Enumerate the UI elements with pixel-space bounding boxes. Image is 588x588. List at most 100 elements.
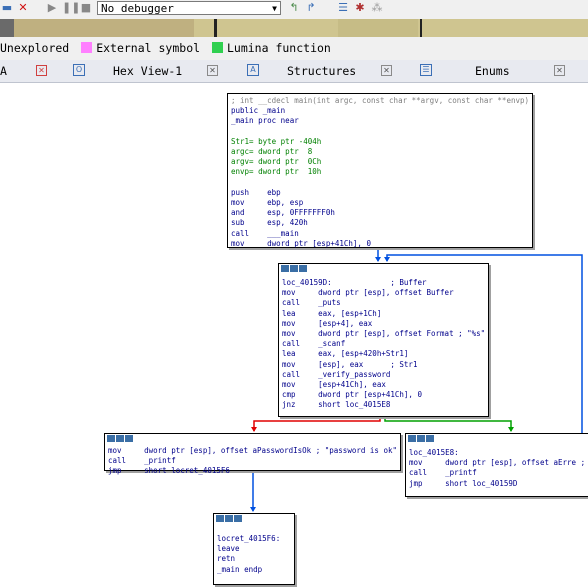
node-header [105,434,400,446]
debugger-select-value: No debugger [101,2,174,15]
arrow-head [251,427,257,432]
graph-view[interactable]: ; int __cdecl main(int argc, const char … [0,83,588,588]
node-loop-code: loc_40159D: ; Buffer mov dword ptr [esp]… [279,276,488,413]
code-line: jmp short loc_40159D [409,478,518,488]
nav-marker [420,19,422,37]
close-tab-icon[interactable]: ✕ [554,65,565,76]
code-line: retn [217,554,236,564]
nav-code-region [0,19,14,37]
code-line: call _verify_password [282,369,391,379]
edge-loop-to-err [384,416,512,431]
graph-node-icon [408,435,416,442]
code-line: envp= dword ptr 10h [231,167,322,177]
node-header [214,514,294,526]
segment-legend: Unexplored External symbol Lumina functi… [0,38,588,58]
stop-icon[interactable]: ■ [80,1,92,14]
close-icon[interactable]: ✕ [18,1,28,14]
code-line: loc_40159D: ; Buffer [282,278,427,287]
code-line: argc= dword ptr 8 [231,147,313,157]
code-line: jmp short locret_4015F6 [108,466,230,476]
graph-node-icon [107,435,115,442]
tab-label: Structures [287,64,357,78]
nav-data-region [14,19,194,37]
code-line: locret_4015F6: [217,534,281,543]
navigation-band[interactable] [0,19,588,37]
graph-node-icon [116,435,124,442]
code-line: call _puts [282,298,341,308]
code-line: loc_4015E8: [409,448,459,457]
code-line: public _main [231,106,286,116]
enums-icon: ☰ [420,64,432,76]
step-over-icon[interactable]: ↱ [306,1,316,14]
trace-options-icon[interactable]: ⁂ [371,1,383,14]
open-folder-icon[interactable]: ▬ [1,1,13,14]
tab-bar: A ✕ O Hex View-1 ✕ A Structures ✕ ☰ Enum… [0,60,588,83]
structures-icon: A [247,64,259,76]
code-line: mov dword ptr [esp], offset Buffer [282,288,454,298]
code-line: argv= dword ptr 0Ch [231,157,322,167]
code-line: mov dword ptr [esp], offset Format ; "%s… [282,329,486,339]
node-ok-code: mov dword ptr [esp], offset aPasswordIsO… [105,446,400,479]
tab-structures[interactable]: A Structures ✕ [245,60,405,82]
tab-ida-view[interactable]: A ✕ [0,60,58,82]
node-loc-4015e8[interactable]: loc_4015E8: mov dword ptr [esp], offset … [405,433,588,497]
close-tab-icon[interactable]: ✕ [207,65,218,76]
code-line: _main proc near [231,116,299,126]
tab-hex-view[interactable]: O Hex View-1 ✕ [70,60,230,82]
graph-node-icon [234,515,242,522]
graph-node-icon [225,515,233,522]
graph-node-icon [216,515,224,522]
node-main-entry[interactable]: ; int __cdecl main(int argc, const char … [227,93,533,248]
play-icon[interactable]: ▶ [47,1,57,14]
code-line: mov ebp, esp [231,198,304,208]
code-line: call _printf [409,468,477,478]
node-header [279,264,488,276]
arrow-head [375,257,381,262]
code-line: mov [esp+41Ch], eax [282,380,386,390]
graph-node-icon [299,265,307,272]
close-tab-icon[interactable]: ✕ [381,65,392,76]
code-line: ; int __cdecl main(int argc, const char … [231,96,530,105]
legend-external-symbol: External symbol [96,41,201,55]
breakpoint-list-icon[interactable]: ☰ [338,1,348,14]
code-line: call ___main [231,228,299,238]
debugger-select[interactable]: No debugger ▼ [97,1,281,15]
external-symbol-swatch [81,42,93,53]
node-locret-4015f6[interactable]: locret_4015F6: leave retn _main endp [213,513,295,585]
node-loc-40159d[interactable]: loc_40159D: ; Buffer mov dword ptr [esp]… [278,263,489,417]
node-ret-code: locret_4015F6: leave retn _main endp [214,526,294,577]
code-line: leave [217,544,240,554]
tab-enums[interactable]: ☰ Enums ✕ [417,60,588,82]
debugger-toolbar: ▬ ✕ ▶ ❚❚ ■ No debugger ▼ ↰ ↱ ☰ ✱ ⁂ [0,0,588,17]
edge-loop-to-ok [253,416,381,431]
close-tab-icon[interactable]: ✕ [36,65,47,76]
step-icon[interactable]: ↰ [289,1,299,14]
node-header [406,434,588,446]
nav-data-region [338,19,418,37]
tab-label: Enums [475,64,510,78]
tab-label: Hex View-1 [113,64,183,78]
graph-node-icon [281,265,289,272]
arrow-head [508,427,514,432]
code-line: call _printf [108,456,176,466]
graph-node-icon [290,265,298,272]
tracing-icon[interactable]: ✱ [355,1,365,14]
tab-label: A [0,64,7,78]
arrow-head [250,507,256,512]
node-main-code: ; int __cdecl main(int argc, const char … [228,94,532,251]
code-line: mov dword ptr [esp], offset aPasswordIsO… [108,446,397,455]
node-password-ok[interactable]: mov dword ptr [esp], offset aPasswordIsO… [104,433,401,475]
arrow-head [384,257,390,262]
pause-icon[interactable]: ❚❚ [62,1,81,14]
hex-view-icon: O [73,64,85,76]
legend-unexplored: Unexplored [0,41,70,55]
node-err-code: loc_4015E8: mov dword ptr [esp], offset … [406,446,588,491]
code-line: cmp dword ptr [esp+41Ch], 0 [282,390,422,400]
code-line: sub esp, 420h [231,218,308,228]
code-line: mov dword ptr [esp+41Ch], 0 [231,238,371,248]
code-line: lea eax, [esp+1Ch] [282,308,382,318]
lumina-function-swatch [211,42,223,53]
code-line: mov [esp], eax ; Str1 [282,359,418,369]
legend-lumina-function: Lumina function [226,41,331,55]
code-line: jnz short loc_4015E8 [282,400,391,410]
